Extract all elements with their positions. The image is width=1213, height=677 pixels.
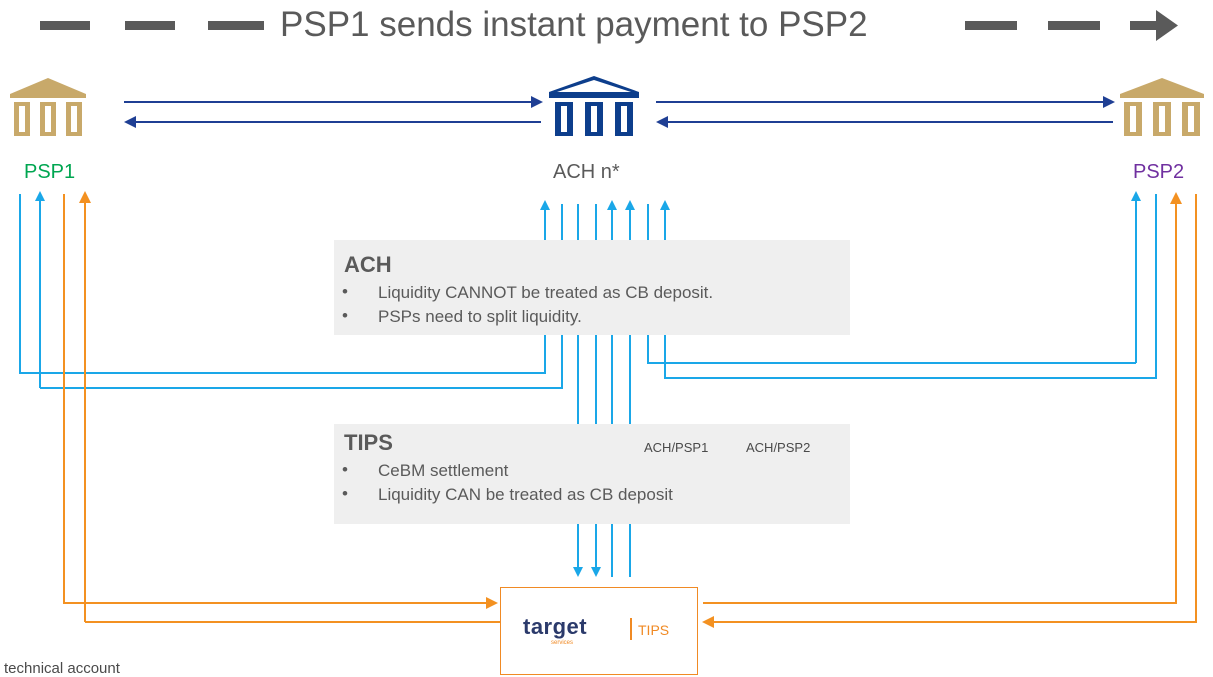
settlement-lines — [63, 191, 1197, 628]
footnote: technical account — [4, 660, 120, 677]
bank-icon — [10, 78, 86, 136]
diagram-title: PSP1 sends instant payment to PSP2 — [280, 5, 868, 44]
ach-bullet-1: Liquidity CANNOT be treated as CB deposi… — [378, 283, 714, 302]
psp2-label: PSP2 — [1133, 161, 1185, 183]
tips-logo-product: TIPS — [638, 622, 670, 638]
bullet-dot: • — [342, 460, 348, 479]
logo-divider — [630, 618, 632, 640]
target-tips-node: target services TIPS — [500, 587, 698, 675]
bank-icon — [1120, 78, 1204, 136]
tips-info-box: TIPS • CeBM settlement • Liquidity CAN b… — [334, 424, 850, 524]
account-ach-psp1: ACH/PSP1 — [644, 440, 709, 455]
bank-icon — [549, 76, 639, 136]
target-logo-sub: services — [551, 640, 574, 646]
liquidity-lines — [19, 191, 1157, 577]
bullet-dot: • — [342, 282, 348, 301]
psp1-label: PSP1 — [24, 161, 76, 183]
arrow-right-icon — [1156, 10, 1178, 41]
message-arrows — [124, 96, 1115, 128]
target-logo-word: target — [523, 614, 588, 639]
ach-info-box: ACH • Liquidity CANNOT be treated as CB … — [334, 240, 850, 335]
tips-bullet-1: CeBM settlement — [378, 461, 509, 480]
bullet-dot: • — [342, 484, 348, 503]
tips-box-title: TIPS — [344, 430, 393, 455]
ach-bullet-2: PSPs need to split liquidity. — [378, 307, 582, 326]
ach-box-title: ACH — [344, 252, 392, 277]
tips-bullet-2: Liquidity CAN be treated as CB deposit — [378, 485, 673, 504]
bullet-dot: • — [342, 306, 348, 325]
ach-label: ACH n* — [553, 161, 620, 183]
account-ach-psp2: ACH/PSP2 — [746, 440, 811, 455]
title-dashed-arrow — [40, 10, 1178, 41]
